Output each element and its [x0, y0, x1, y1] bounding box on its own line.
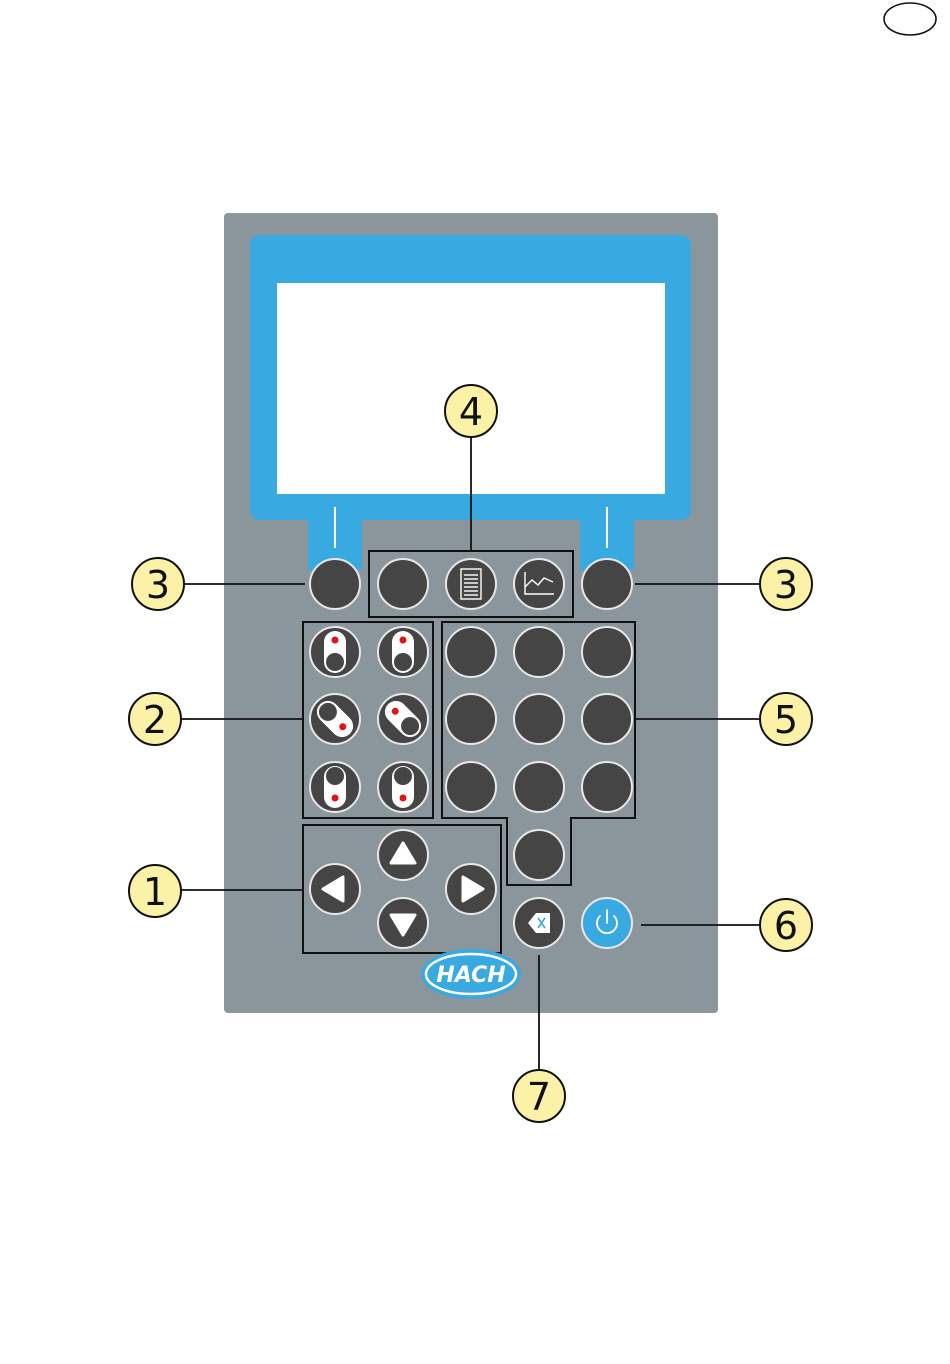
- svg-text:4: 4: [459, 390, 483, 434]
- reading-indicator-icon: [324, 766, 346, 808]
- numeric-key[interactable]: [446, 762, 496, 812]
- home-key[interactable]: [378, 559, 428, 609]
- reading-indicator-icon: [392, 631, 414, 673]
- numeric-key[interactable]: [514, 830, 564, 880]
- numeric-key[interactable]: [582, 694, 632, 744]
- svg-text:HACH: HACH: [436, 963, 505, 988]
- reading-key-2[interactable]: [378, 627, 428, 677]
- left-softkey[interactable]: [310, 559, 360, 609]
- callout-4: 4: [445, 385, 497, 437]
- callout-2: 2: [129, 693, 181, 745]
- svg-text:5: 5: [774, 698, 798, 742]
- svg-text:2: 2: [143, 698, 167, 742]
- numeric-key[interactable]: [514, 694, 564, 744]
- svg-text:7: 7: [527, 1075, 551, 1119]
- callout-1: 1: [129, 865, 181, 917]
- numeric-key[interactable]: [514, 627, 564, 677]
- svg-text:6: 6: [774, 904, 798, 948]
- svg-text:3: 3: [146, 563, 170, 607]
- reading-key-4[interactable]: [378, 694, 428, 744]
- graph-key[interactable]: [514, 559, 564, 609]
- reading-key-3[interactable]: [310, 694, 360, 744]
- svg-text:3: 3: [774, 563, 798, 607]
- callout-3-left: 3: [132, 558, 184, 610]
- callout-5: 5: [760, 693, 812, 745]
- reading-key-5[interactable]: [310, 762, 360, 812]
- backspace-key[interactable]: [514, 898, 564, 948]
- options-list-key[interactable]: [446, 559, 496, 609]
- numeric-key[interactable]: [446, 694, 496, 744]
- callout-7: 7: [513, 1070, 565, 1122]
- power-key[interactable]: [582, 898, 632, 948]
- numeric-key[interactable]: [514, 762, 564, 812]
- page-marker: [884, 3, 936, 35]
- reading-indicator-icon: [392, 766, 414, 808]
- numeric-key[interactable]: [446, 627, 496, 677]
- up-arrow-key[interactable]: [378, 830, 428, 880]
- svg-text:1: 1: [143, 870, 167, 914]
- down-arrow-key[interactable]: [378, 898, 428, 948]
- numeric-key[interactable]: [582, 762, 632, 812]
- reading-key-1[interactable]: [310, 627, 360, 677]
- callout-3-right: 3: [760, 558, 812, 610]
- hach-logo: HACH: [421, 949, 521, 999]
- callout-6: 6: [760, 899, 812, 951]
- left-arrow-key[interactable]: [310, 864, 360, 914]
- right-softkey[interactable]: [582, 559, 632, 609]
- reading-indicator-icon: [324, 631, 346, 673]
- reading-key-6[interactable]: [378, 762, 428, 812]
- right-arrow-key[interactable]: [446, 864, 496, 914]
- numeric-key[interactable]: [582, 627, 632, 677]
